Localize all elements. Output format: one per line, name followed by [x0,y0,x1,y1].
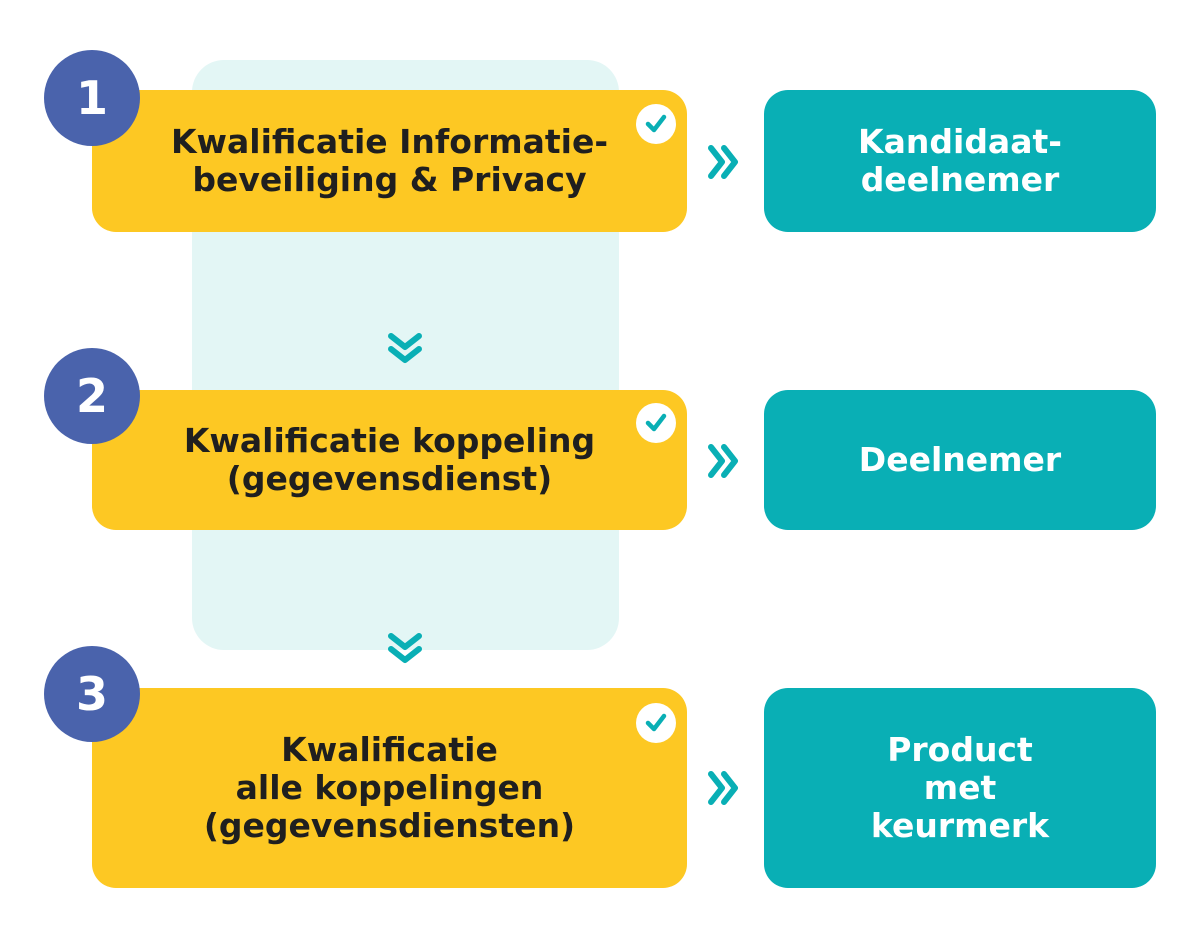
chevron-right-icon [705,142,745,186]
check-icon [636,703,676,743]
step-2-number-badge: 2 [44,348,140,444]
chevron-right-icon [705,441,745,485]
step-3-box: Kwalificatie alle koppelingen (gegevensd… [92,688,687,888]
step-3-label: Kwalificatie alle koppelingen (gegevensd… [203,730,576,845]
chevron-down-icon [385,330,425,374]
chevron-down-icon [385,630,425,674]
result-3-box: Product met keurmerk [764,688,1156,888]
step-1-box: Kwalificatie Informatie- beveiliging & P… [92,90,687,232]
step-1-number: 1 [75,71,108,125]
step-3-number-badge: 3 [44,646,140,742]
step-3-number: 3 [75,667,108,721]
check-icon [636,403,676,443]
result-3-label: Product met keurmerk [870,730,1050,845]
step-2-box: Kwalificatie koppeling (gegevensdienst) [92,390,687,530]
chevron-right-icon [705,768,745,812]
check-icon [636,104,676,144]
step-2-number: 2 [75,369,108,423]
result-2-box: Deelnemer [764,390,1156,530]
step-2-label: Kwalificatie koppeling (gegevensdienst) [183,421,596,498]
step-1-number-badge: 1 [44,50,140,146]
result-1-label: Kandidaat- deelnemer [858,122,1062,199]
step-1-label: Kwalificatie Informatie- beveiliging & P… [170,122,609,199]
result-2-label: Deelnemer [858,440,1062,479]
result-1-box: Kandidaat- deelnemer [764,90,1156,232]
